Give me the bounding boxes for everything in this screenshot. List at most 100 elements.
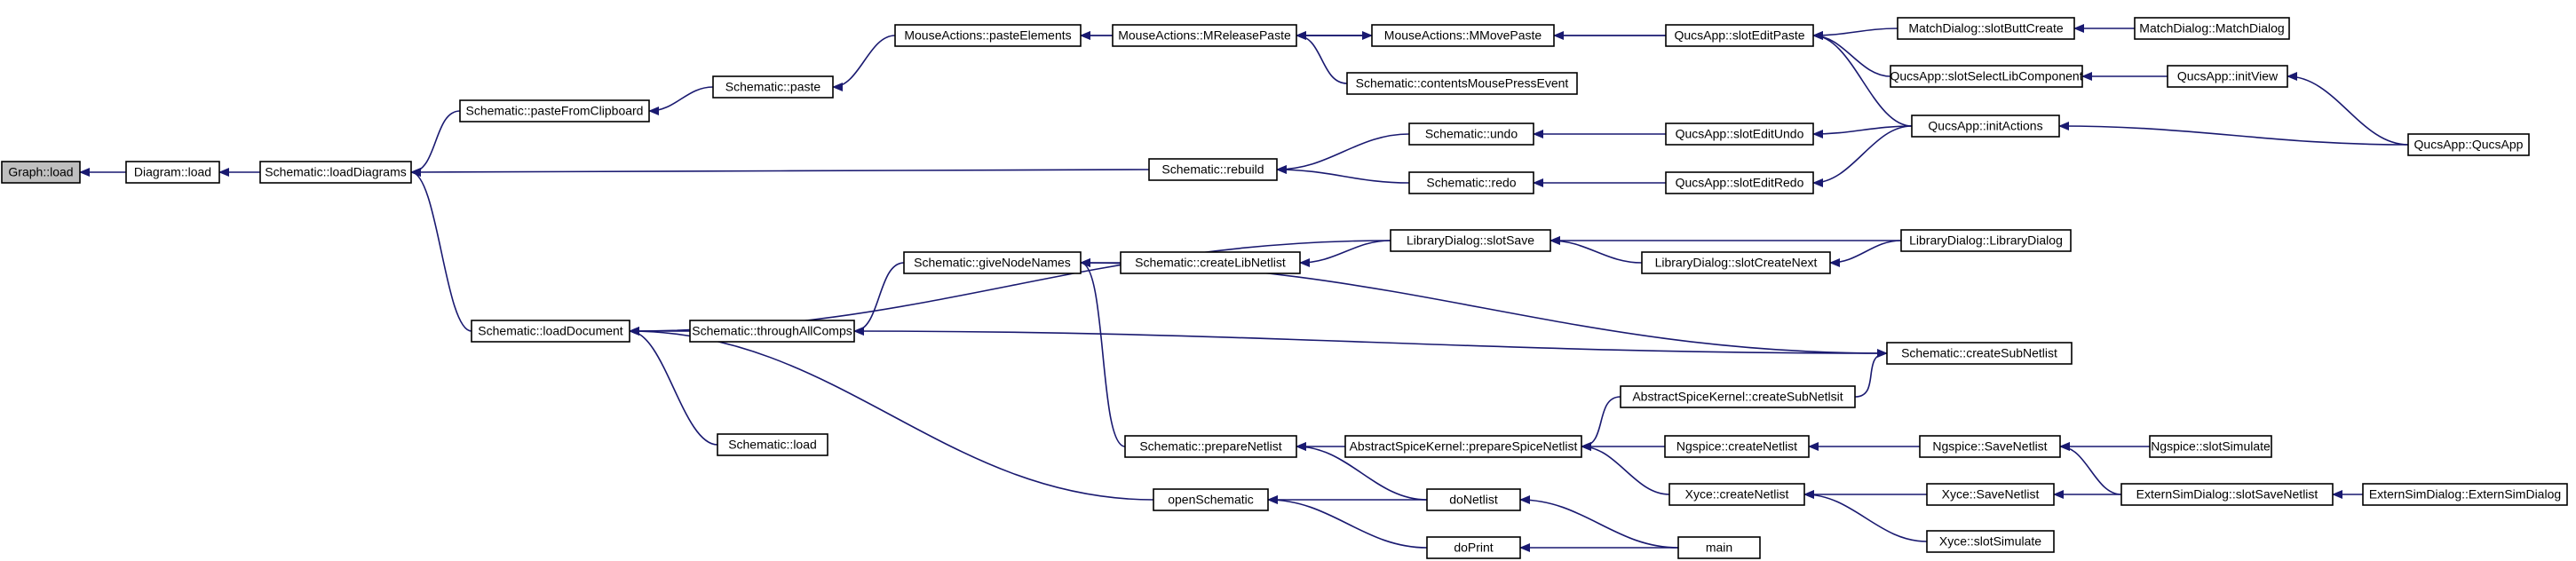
node-qucsapp-slotselectlibcomponent[interactable]: QucsApp::slotSelectLibComponent [1890,65,2083,88]
node-box[interactable] [1886,342,2073,365]
node-box[interactable] [1919,435,2061,458]
node-externsimdialog-externsimdialog[interactable]: ExternSimDialog::ExternSimDialog [2362,483,2568,506]
node-box[interactable] [2167,65,2288,88]
node-donetlist[interactable]: doNetlist [1426,488,1521,511]
node-ngspice-savenetlist[interactable]: Ngspice::SaveNetlist [1919,435,2061,458]
node-schematic-preparenetlist[interactable]: Schematic::prepareNetlist [1124,435,1297,458]
node-box[interactable] [689,320,855,343]
node-box[interactable] [1390,229,1551,252]
node-librarydialog-slotcreatenext[interactable]: LibraryDialog::slotCreateNext [1641,251,1831,274]
edge-n37-to-n33 [1581,442,1670,495]
node-box[interactable] [1371,24,1555,47]
node-doprint[interactable]: doPrint [1426,536,1521,559]
node-qucsapp-qucsapp[interactable]: QucsApp::QucsApp [2407,133,2530,156]
node-label: AbstractSpiceKernel::createSubNetlsit [1632,390,1843,404]
node-schematic-givenodenames[interactable]: Schematic::giveNodeNames [903,251,1082,274]
node-box[interactable] [1408,171,1534,194]
node-openschematic[interactable]: openSchematic [1153,488,1269,511]
node-librarydialog-slotsave[interactable]: LibraryDialog::slotSave [1390,229,1551,252]
node-ngspice-slotsimulate[interactable]: Ngspice::slotSimulate [2149,435,2272,458]
node-graph-load[interactable]: Graph::load [1,161,81,184]
node-schematic-loaddocument[interactable]: Schematic::loadDocument [471,320,630,343]
edge-n30-to-n25 [1080,258,1888,354]
node-box[interactable] [1408,122,1534,146]
node-box[interactable] [459,99,650,122]
node-label: LibraryDialog::LibraryDialog [1909,233,2063,248]
node-qucsapp-sloteditredo[interactable]: QucsApp::slotEditRedo [1665,171,1814,194]
node-box[interactable] [1665,122,1814,146]
node-schematic-createsubnetlist[interactable]: Schematic::createSubNetlist [1886,342,2073,365]
node-box[interactable] [1926,530,2055,553]
node-xyce-savenetlist[interactable]: Xyce::SaveNetlist [1926,483,2055,506]
node-box[interactable] [1148,158,1278,181]
node-box[interactable] [1900,229,2072,252]
node-box[interactable] [1668,483,1805,506]
node-box[interactable] [2362,483,2568,506]
node-box[interactable] [471,320,630,343]
node-schematic-loaddiagrams[interactable]: Schematic::loadDiagrams [259,161,412,184]
node-box[interactable] [2120,483,2334,506]
node-box[interactable] [259,161,412,184]
node-box[interactable] [1620,385,1856,408]
node-box[interactable] [1426,536,1521,559]
node-box[interactable] [1641,251,1831,274]
node-xyce-createnetlist[interactable]: Xyce::createNetlist [1668,483,1805,506]
node-abstractspicekernel-preparespicenetlist[interactable]: AbstractSpiceKernel::prepareSpiceNetlist [1344,435,1582,458]
node-box[interactable] [1890,65,2083,88]
node-box[interactable] [1112,24,1297,47]
node-box[interactable] [1665,171,1814,194]
node-box[interactable] [1926,483,2055,506]
node-box[interactable] [1344,435,1582,458]
node-box[interactable] [1120,251,1301,274]
node-schematic-load[interactable]: Schematic::load [717,433,828,456]
node-box[interactable] [1664,435,1810,458]
node-qucsapp-sloteditpaste[interactable]: QucsApp::slotEditPaste [1665,24,1814,47]
node-box[interactable] [2134,17,2290,40]
node-mouseactions-mreleasepaste[interactable]: MouseActions::MReleasePaste [1112,24,1297,47]
node-box[interactable] [1665,24,1814,47]
node-schematic-undo[interactable]: Schematic::undo [1408,122,1534,146]
node-schematic-paste[interactable]: Schematic::paste [712,75,834,99]
node-main[interactable]: main [1677,536,1761,559]
node-box[interactable] [903,251,1082,274]
node-box[interactable] [1897,17,2075,40]
node-ngspice-createnetlist[interactable]: Ngspice::createNetlist [1664,435,1810,458]
node-matchdialog-matchdialog[interactable]: MatchDialog::MatchDialog [2134,17,2290,40]
node-matchdialog-slotbuttcreate[interactable]: MatchDialog::slotButtCreate [1897,17,2075,40]
node-schematic-contentsmousepressevent[interactable]: Schematic::contentsMousePressEvent [1346,72,1578,95]
edge-n25-to-n23 [853,262,905,336]
node-box[interactable] [1911,115,2060,138]
node-qucsapp-sloteditundo[interactable]: QucsApp::slotEditUndo [1665,122,1814,146]
node-externsimdialog-slotsavenetlist[interactable]: ExternSimDialog::slotSaveNetlist [2120,483,2334,506]
node-box[interactable] [1677,536,1761,559]
node-box[interactable] [717,433,828,456]
node-abstractspicekernel-createsubnetlsit[interactable]: AbstractSpiceKernel::createSubNetlsit [1620,385,1856,408]
node-schematic-throughallcomps[interactable]: Schematic::throughAllComps [689,320,855,343]
node-box[interactable] [2407,133,2530,156]
node-qucsapp-initview[interactable]: QucsApp::initView [2167,65,2288,88]
edge-n20-to-n18 [1276,165,1410,184]
node-qucsapp-initactions[interactable]: QucsApp::initActions [1911,115,2060,138]
node-schematic-rebuild[interactable]: Schematic::rebuild [1148,158,1278,181]
node-box[interactable] [712,75,834,99]
node-diagram-load[interactable]: Diagram::load [125,161,220,184]
node-label: Schematic::giveNodeNames [914,256,1071,270]
node-label: AbstractSpiceKernel::prepareSpiceNetlist [1350,439,1578,454]
edge-n18-to-n03 [410,167,1150,177]
node-label: Schematic::throughAllComps [692,324,852,338]
node-librarydialog-librarydialog[interactable]: LibraryDialog::LibraryDialog [1900,229,2072,252]
node-mouseactions-mmovepaste[interactable]: MouseActions::MMovePaste [1371,24,1555,47]
node-box[interactable] [894,24,1082,47]
node-schematic-createlibnetlist[interactable]: Schematic::createLibNetlist [1120,251,1301,274]
node-schematic-redo[interactable]: Schematic::redo [1408,171,1534,194]
node-mouseactions-pasteelements[interactable]: MouseActions::pasteElements [894,24,1082,47]
node-box[interactable] [2149,435,2272,458]
node-box[interactable] [1,161,81,184]
node-box[interactable] [1153,488,1269,511]
node-box[interactable] [125,161,220,184]
node-box[interactable] [1124,435,1297,458]
node-schematic-pastefromclipboard[interactable]: Schematic::pasteFromClipboard [459,99,650,122]
node-xyce-slotsimulate[interactable]: Xyce::slotSimulate [1926,530,2055,553]
node-box[interactable] [1346,72,1578,95]
node-box[interactable] [1426,488,1521,511]
